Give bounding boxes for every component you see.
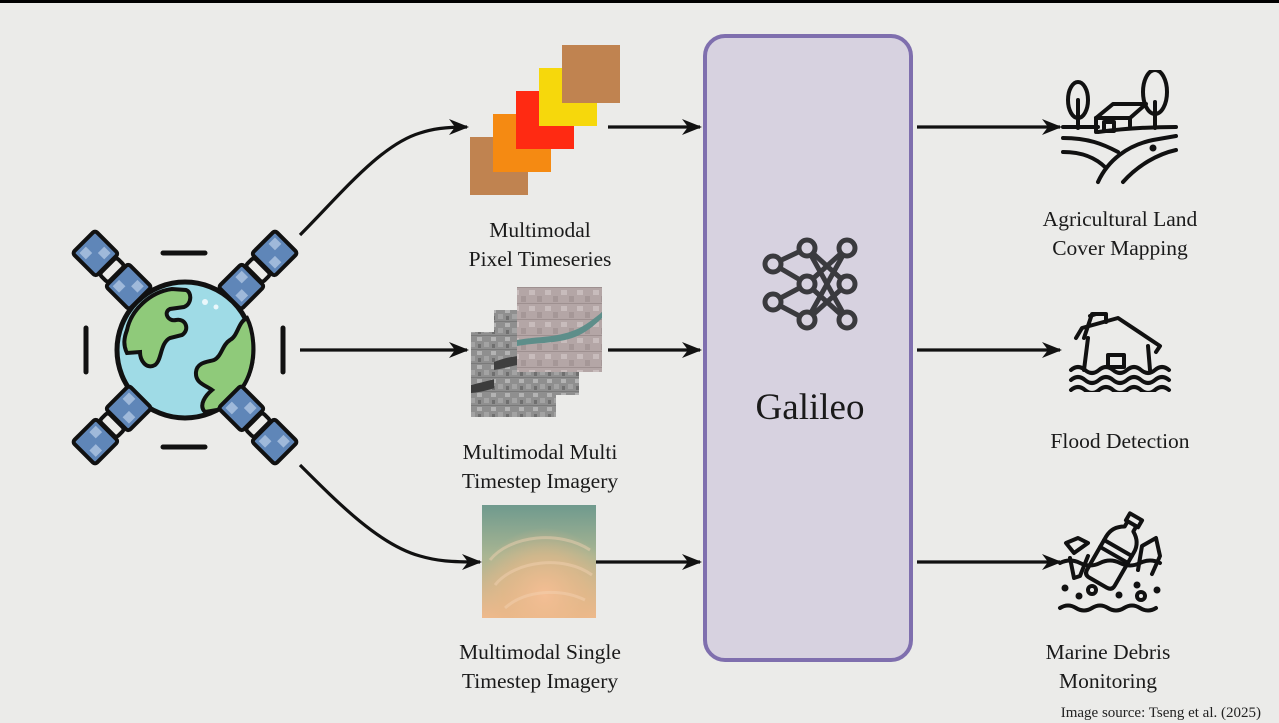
input-label-pixel-timeseries: Multimodal Pixel Timeseries [469, 216, 612, 274]
output-label-agri: Agricultural Land Cover Mapping [1043, 205, 1198, 263]
satellite-bottom-right [217, 384, 299, 466]
label-line: Monitoring [1059, 669, 1157, 693]
label-line: Multimodal [489, 218, 591, 242]
arrow-to-pixel-timeseries [298, 119, 469, 237]
satellite-image-tiles-icon [471, 287, 602, 417]
model-input-arrows [596, 119, 702, 570]
label-line: Cover Mapping [1052, 236, 1188, 260]
model-title: Galileo [755, 387, 865, 428]
input-label-single-timestep: Multimodal Single Timestep Imagery [459, 638, 621, 696]
label-line: Marine Debris [1045, 640, 1171, 664]
floating-bottle-icon [1058, 511, 1162, 613]
output-label-marine: Marine Debris Monitoring [1046, 638, 1171, 696]
input-label-multi-timestep: Multimodal Multi Timestep Imagery [462, 438, 618, 496]
flooded-house-icon [1069, 312, 1171, 392]
label-line: Timestep Imagery [461, 669, 619, 693]
label-line: Timestep Imagery [461, 469, 619, 493]
label-line: Agricultural Land [1042, 207, 1198, 231]
tile-3 [517, 287, 602, 372]
model-output-arrows [917, 119, 1062, 570]
pixel-square-5 [562, 45, 620, 103]
arrow-to-single-timestep [298, 463, 482, 570]
output-label-flood: Flood Detection [1050, 427, 1189, 456]
satellite-top-left [71, 229, 153, 311]
farm-icon [1061, 70, 1178, 184]
stacked-colored-squares-icon [470, 45, 620, 195]
label-line: Multimodal Multi [462, 440, 618, 464]
satellite-bottom-left [71, 384, 153, 466]
satellite-image-icon [482, 505, 596, 618]
label-line: Pixel Timeseries [468, 247, 612, 271]
label-line: Multimodal Single [459, 640, 621, 664]
input-arrows [298, 119, 482, 570]
label-line: Flood Detection [1050, 429, 1190, 453]
image-credit: Image source: Tseng et al. (2025) [1060, 705, 1261, 721]
satellite-top-right [217, 229, 299, 311]
galileo-model-box [703, 34, 913, 662]
orbit-ring [83, 250, 286, 450]
top-black-bar [0, 0, 1279, 3]
earth-with-satellites-icon [71, 229, 299, 466]
neural-network-icon [762, 237, 858, 331]
